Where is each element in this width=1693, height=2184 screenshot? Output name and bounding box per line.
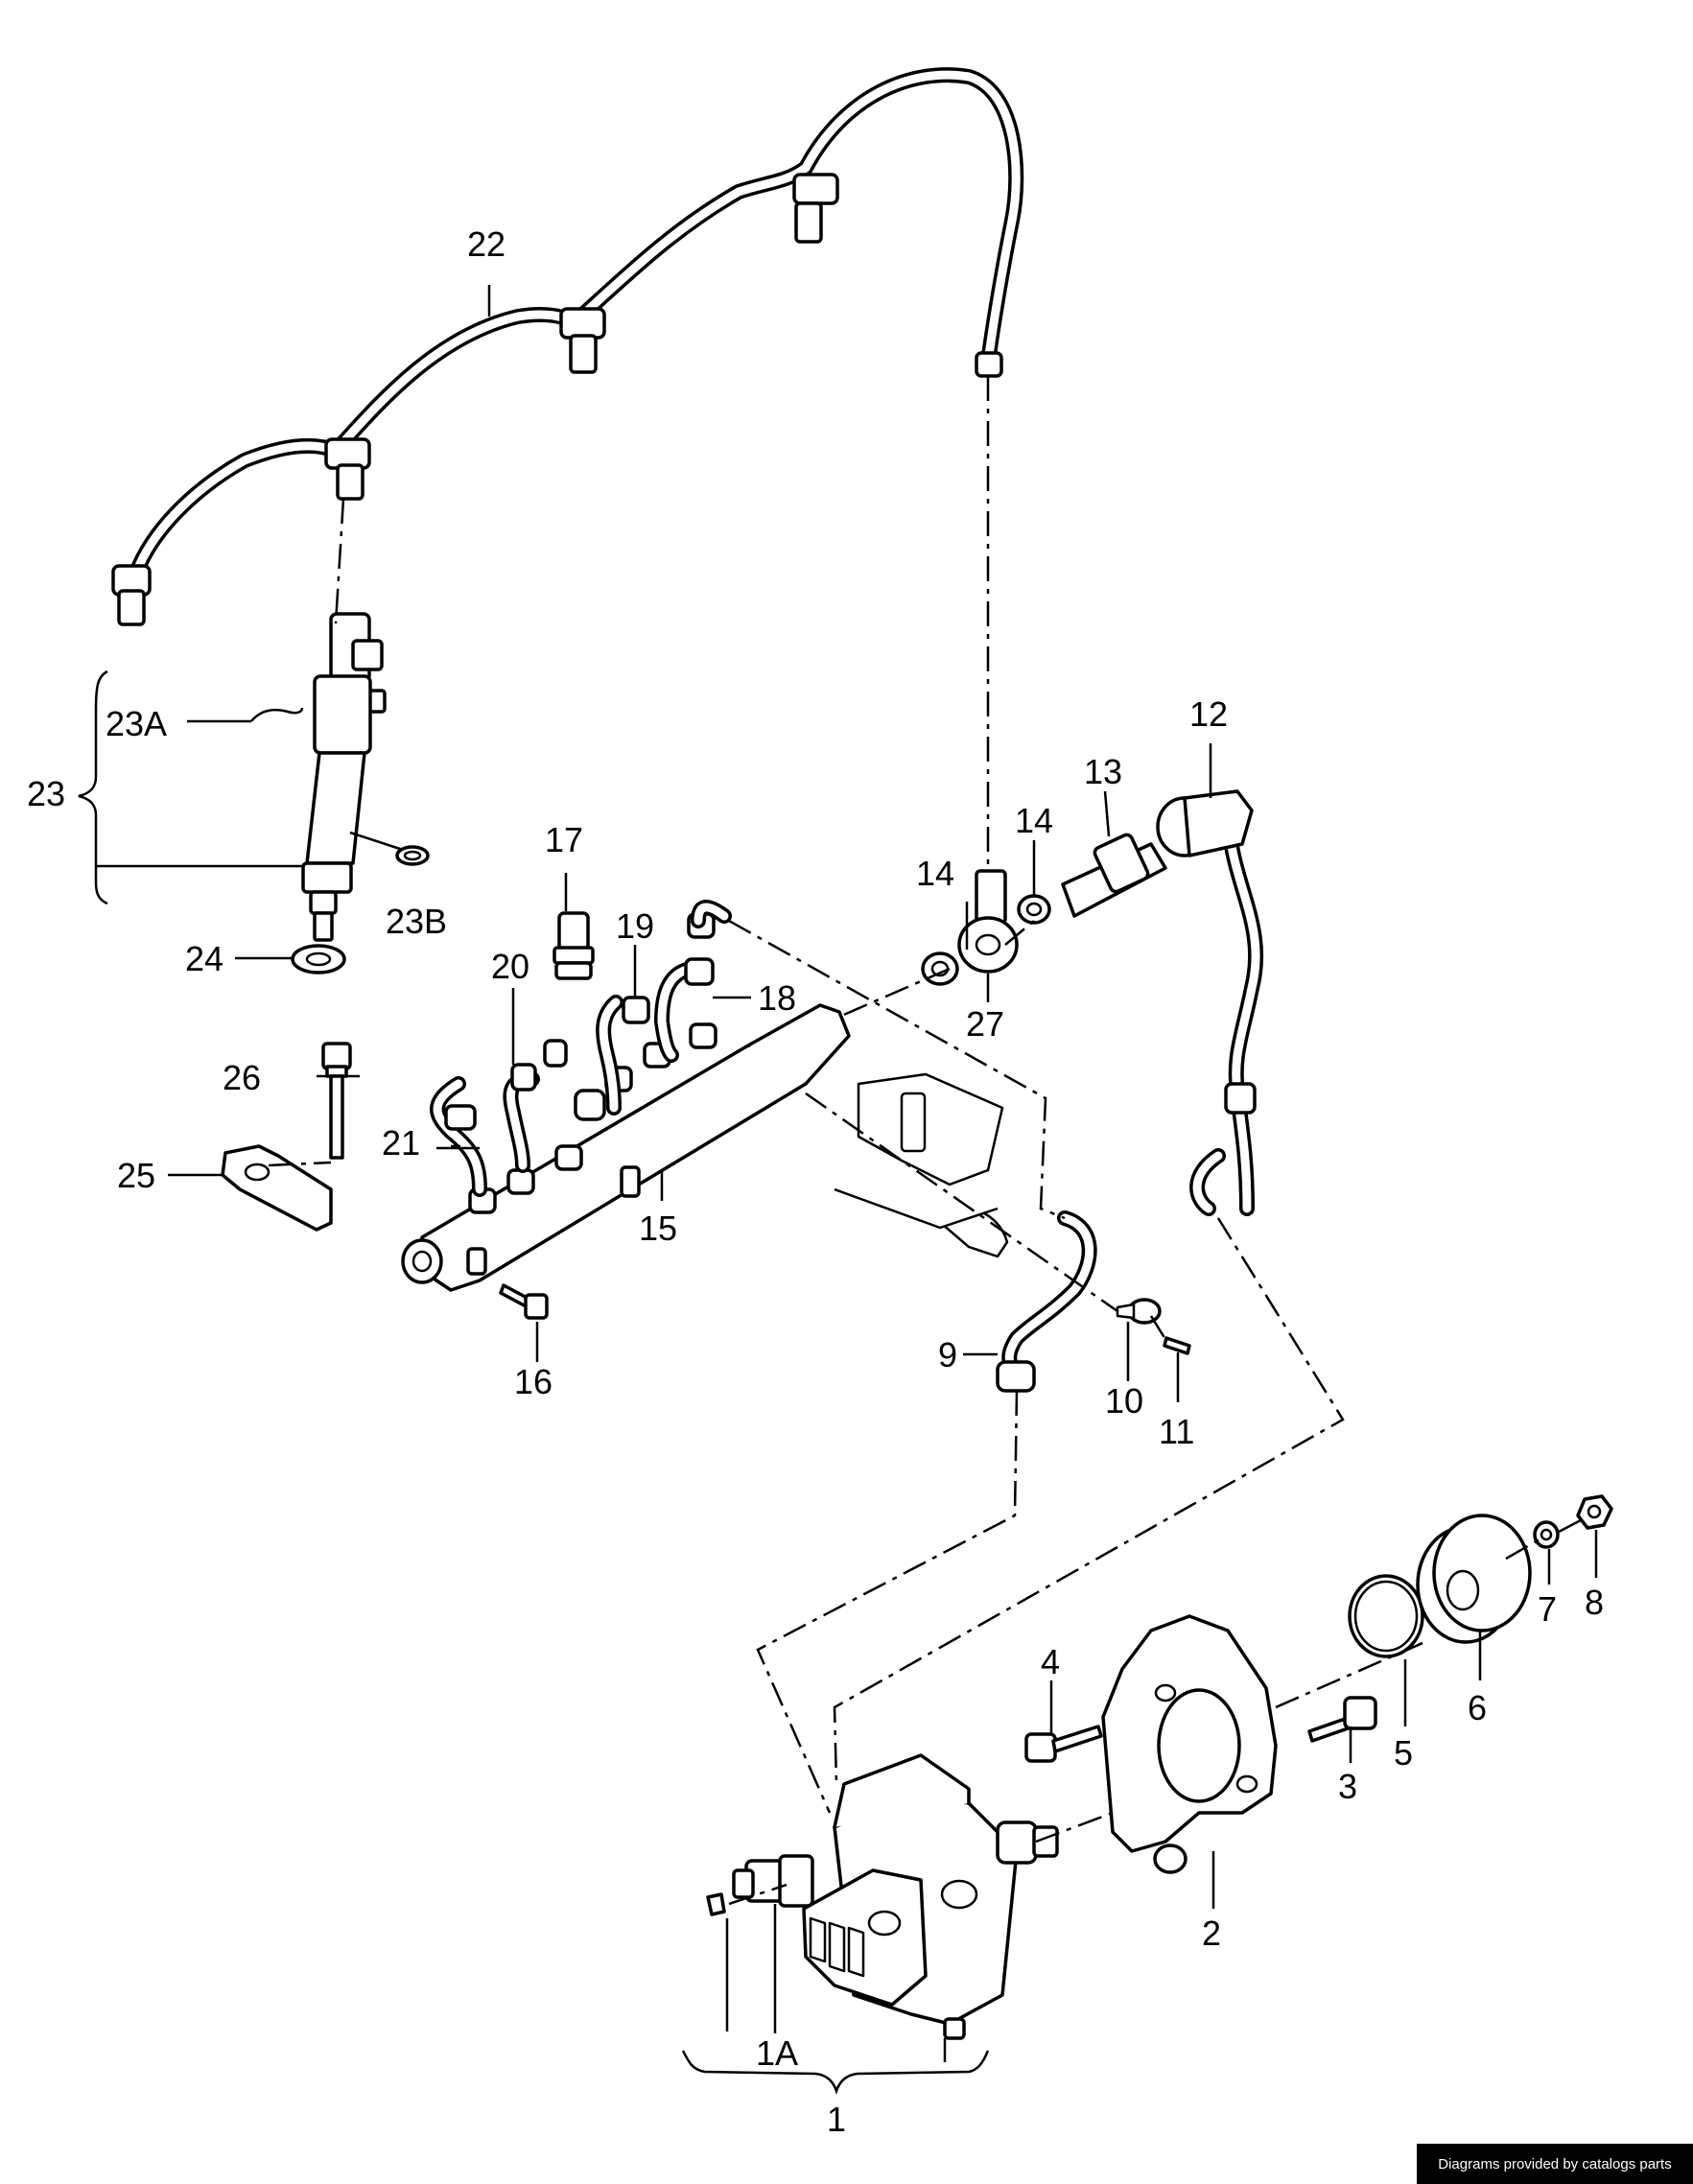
pressure-control-valve-1a: [732, 1854, 814, 1908]
callout-3: 3: [1338, 1767, 1357, 1806]
callout-10: 10: [1105, 1381, 1143, 1421]
hose-connector: [324, 437, 371, 501]
pressure-sensor-17: [553, 911, 595, 980]
injector-pipe-21: [430, 1076, 487, 1197]
bolt-16: [499, 1283, 549, 1320]
callout-14b: 14: [1015, 801, 1053, 840]
fuel-pipe-9: [996, 1210, 1097, 1393]
callout-20: 20: [491, 947, 529, 986]
injector-pipe-19: [596, 995, 650, 1115]
callout-labels: 22 23A 23 23B 24 26 25 21 20 17 19 18 15…: [27, 224, 1604, 2139]
callout-25: 25: [117, 1156, 155, 1195]
clamp-25: [221, 1144, 333, 1232]
callout-24: 24: [185, 939, 223, 978]
screw-1: [706, 1892, 726, 1916]
injector-pipe-20: [503, 1039, 568, 1173]
hose-connector: [792, 173, 839, 244]
seal-ring-23b: [395, 845, 430, 866]
pump-flange-2: [1101, 1614, 1278, 1874]
callout-4: 4: [1041, 1642, 1060, 1681]
callout-14a: 14: [916, 854, 954, 893]
callout-2: 2: [1202, 1914, 1221, 1953]
callout-21: 21: [382, 1123, 420, 1162]
callout-23b: 23B: [386, 902, 447, 941]
bolt-26: [321, 1042, 352, 1160]
callout-5: 5: [1394, 1733, 1413, 1773]
heat-shield-washer-24: [291, 944, 346, 975]
callout-7: 7: [1538, 1589, 1557, 1629]
callout-22: 22: [467, 224, 506, 264]
brace-1: [681, 2050, 990, 2095]
callout-1: 1: [827, 2100, 846, 2139]
bolt-3: [1307, 1696, 1377, 1743]
hose-connector: [559, 307, 606, 374]
hose-end-fitting: [975, 351, 1003, 378]
brace-23: [78, 669, 302, 905]
credit-badge: Diagrams provided by catalogs parts: [1417, 2144, 1693, 2184]
callout-13: 13: [1084, 752, 1122, 791]
bolt-4: [1024, 1725, 1103, 1763]
callout-9: 9: [938, 1335, 957, 1374]
callout-19: 19: [616, 906, 654, 946]
hose-connector: [111, 564, 152, 626]
callout-23a: 23A: [106, 704, 167, 743]
callout-27: 27: [966, 1004, 1004, 1044]
cylinder-head-context: [834, 1072, 1009, 1258]
callout-23: 23: [27, 774, 65, 813]
clip-10: [1116, 1298, 1162, 1325]
callout-16: 16: [514, 1362, 553, 1401]
fuel-injector: [301, 612, 387, 942]
return-line-12: [1156, 789, 1264, 1216]
leader-lines: [168, 285, 1598, 2062]
callout-8: 8: [1585, 1583, 1604, 1622]
adapter-13: [1061, 833, 1167, 918]
callout-11: 11: [1159, 1412, 1194, 1451]
callout-26: 26: [223, 1058, 261, 1097]
high-pressure-pump: [802, 1753, 1059, 2040]
callout-1a: 1A: [756, 2033, 798, 2073]
callout-6: 6: [1468, 1688, 1487, 1727]
assembly-lines: [268, 376, 1582, 1906]
washer-7: [1533, 1520, 1560, 1549]
hollow-bolt-27: [957, 869, 1019, 974]
gear-6: [1416, 1514, 1532, 1644]
o-ring-5: [1348, 1574, 1424, 1658]
nut-8: [1576, 1494, 1613, 1530]
seal-ring-14: [1017, 894, 1051, 925]
screw-11: [1163, 1336, 1191, 1355]
callout-12: 12: [1189, 694, 1228, 734]
callout-18: 18: [758, 978, 796, 1018]
injector-pipe-18: [654, 900, 732, 1063]
callout-17: 17: [545, 820, 583, 859]
return-hose-assembly: [111, 67, 1024, 626]
seal-ring-14: [921, 951, 959, 986]
callout-15: 15: [639, 1209, 677, 1248]
